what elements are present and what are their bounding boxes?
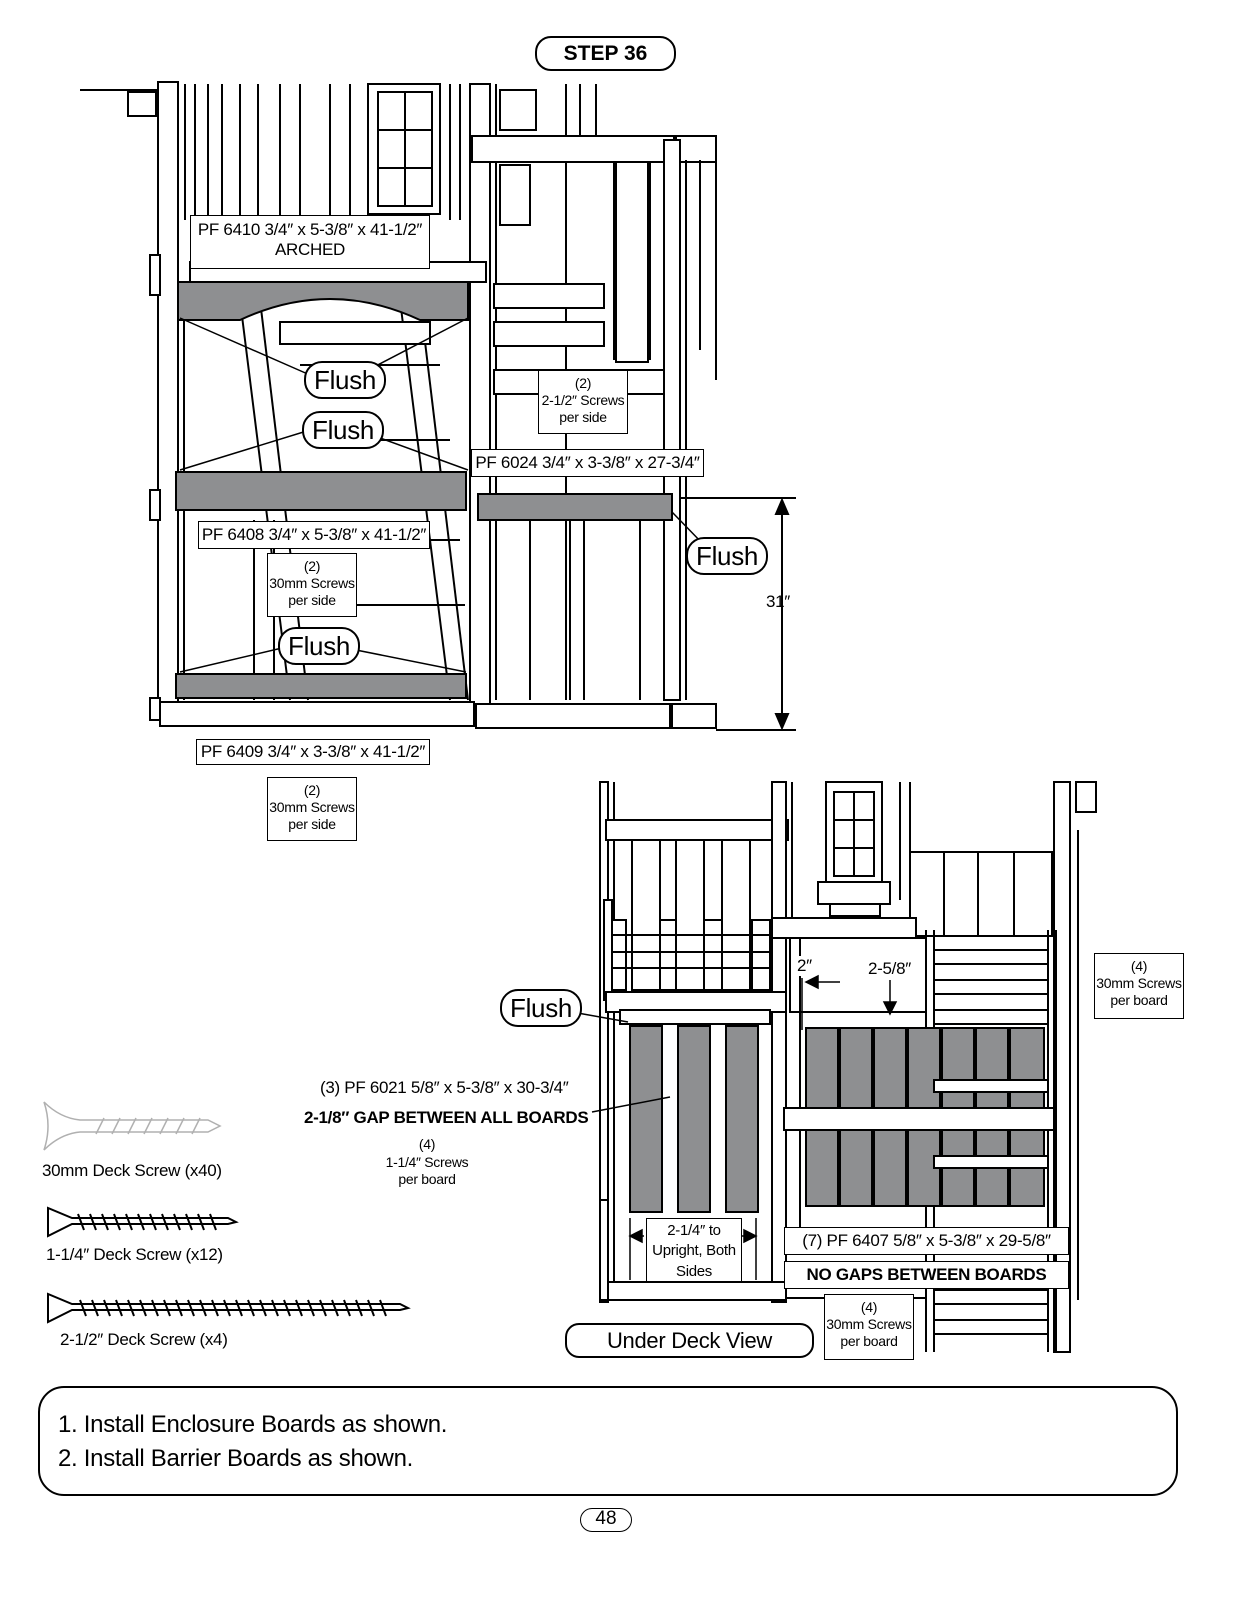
flush-callout-3: Flush xyxy=(278,627,361,665)
arched-board-dims: PF 6410 3/4″ x 5-3/8″ x 41-1/2″ xyxy=(197,220,423,239)
screw-count: (2) xyxy=(303,558,321,574)
screw-note-1-1-4: (4) 1-1/4″ Screws per board xyxy=(372,1136,482,1189)
instruction-1: 1. Install Enclosure Boards as shown. xyxy=(58,1411,448,1438)
instruction-2: 2. Install Barrier Boards as shown. xyxy=(58,1445,413,1472)
screw-type: 2-1/2″ Screws xyxy=(541,391,625,408)
1-1-4-deck-screw-icon xyxy=(47,1206,239,1238)
under-deck-view-text: Under Deck View xyxy=(606,1328,773,1353)
under-deck-view-title: Under Deck View xyxy=(565,1323,814,1358)
dimension-2-5-8-text: 2-5/8″ xyxy=(868,959,911,978)
dimension-31-label: 31″ xyxy=(766,592,790,612)
dimension-2-text: 2″ xyxy=(797,956,812,975)
no-gaps-note: NO GAPS BETWEEN BOARDS xyxy=(784,1261,1069,1289)
hardware-label-text: 2-1/2″ Deck Screw (x4) xyxy=(60,1330,228,1349)
flush-text: Flush xyxy=(312,415,375,445)
30mm-deck-screw-icon xyxy=(43,1101,222,1151)
instructions-panel: 1. Install Enclosure Boards as shown. 2.… xyxy=(38,1386,1178,1496)
screw-type: 30mm Screws xyxy=(269,574,355,591)
top-gray-boards xyxy=(175,281,673,699)
screw-note-right: (4) 30mm Screws per board xyxy=(1094,953,1184,1019)
dimension-31-text: 31″ xyxy=(766,592,791,611)
screw-per: per board xyxy=(1110,991,1168,1008)
board-6021-label: (3) PF 6021 5/8″ x 5-3/8″ x 30-3/4″ xyxy=(320,1078,569,1098)
dimension-2-label: 2″ xyxy=(797,956,812,976)
page-number-text: 48 xyxy=(595,1508,617,1529)
page-number: 48 xyxy=(580,1508,632,1532)
upright-line-3: Sides xyxy=(675,1262,713,1280)
flush-callout-1: Flush xyxy=(304,361,387,399)
flush-callout-2: Flush xyxy=(302,411,385,449)
flush-callout-4: Flush xyxy=(686,537,769,575)
flush-arrows xyxy=(179,317,705,673)
flush-text: Flush xyxy=(288,631,351,661)
flush-callout-under-deck: Flush xyxy=(500,989,583,1027)
board-6407-label: (7) PF 6407 5/8″ x 5-3/8″ x 29-5/8″ xyxy=(784,1227,1069,1255)
arched-board-label: PF 6410 3/4″ x 5-3/8″ x 41-1/2″ ARCHED xyxy=(190,215,430,269)
screw-note-2-1-2: (2) 2-1/2″ Screws per side xyxy=(538,370,628,434)
hardware-label-text: 1-1/4″ Deck Screw (x12) xyxy=(46,1245,223,1264)
hardware-label-text: 30mm Deck Screw (x40) xyxy=(42,1161,222,1180)
step-badge: STEP 36 xyxy=(535,36,676,71)
board-6409-text: PF 6409 3/4″ x 3-3/8″ x 41-1/2″ xyxy=(200,742,426,761)
upright-line-1: 2-1/4″ to xyxy=(667,1222,721,1239)
screw-per: per side xyxy=(559,408,607,425)
gap-note-text: 2-1/8″ GAP BETWEEN ALL BOARDS xyxy=(304,1108,589,1127)
board-6024-text: PF 6024 3/4″ x 3-3/8″ x 27-3/4″ xyxy=(475,453,700,472)
screw-per: per side xyxy=(288,815,336,832)
screw-count: (4) xyxy=(1130,958,1148,974)
upright-note: 2-1/4″ to Upright, Both Sides xyxy=(646,1218,742,1282)
screw-type: 1-1/4″ Screws xyxy=(385,1153,469,1170)
screw-note-30mm-mid: (2) 30mm Screws per side xyxy=(267,553,357,617)
flush-text: Flush xyxy=(510,993,573,1023)
flush-text: Flush xyxy=(314,365,377,395)
dimension-31 xyxy=(680,497,796,731)
screw-count: (4) xyxy=(860,1299,878,1315)
screw-per: per side xyxy=(288,591,336,608)
arched-board-type: ARCHED xyxy=(275,240,345,260)
screw-count: (2) xyxy=(303,782,321,798)
screw-count: (2) xyxy=(574,375,592,391)
no-gaps-text: NO GAPS BETWEEN BOARDS xyxy=(806,1265,1047,1284)
screw-type: 30mm Screws xyxy=(269,798,355,815)
upright-line-2: Upright, Both xyxy=(652,1242,736,1260)
hardware-label-2-1-2: 2-1/2″ Deck Screw (x4) xyxy=(60,1330,228,1350)
board-6408-text: PF 6408 3/4″ x 5-3/8″ x 41-1/2″ xyxy=(201,525,427,544)
board-6024-label: PF 6024 3/4″ x 3-3/8″ x 27-3/4″ xyxy=(471,449,704,477)
screw-note-30mm-under: (4) 30mm Screws per board xyxy=(824,1294,914,1360)
board-6407-text: (7) PF 6407 5/8″ x 5-3/8″ x 29-5/8″ xyxy=(802,1231,1051,1250)
screw-count: (4) xyxy=(418,1136,436,1152)
flush-text: Flush xyxy=(696,541,759,571)
screw-per: per board xyxy=(840,1332,898,1349)
board-6408-label: PF 6408 3/4″ x 5-3/8″ x 41-1/2″ xyxy=(198,521,430,549)
hardware-label-30mm: 30mm Deck Screw (x40) xyxy=(42,1161,222,1181)
board-6021-text: (3) PF 6021 5/8″ x 5-3/8″ x 30-3/4″ xyxy=(320,1078,569,1097)
top-frame xyxy=(80,81,717,729)
screw-type: 30mm Screws xyxy=(826,1315,912,1332)
dimension-2-5-8-label: 2-5/8″ xyxy=(868,959,911,979)
gap-note: 2-1/8″ GAP BETWEEN ALL BOARDS xyxy=(304,1108,589,1128)
board-6409-label: PF 6409 3/4″ x 3-3/8″ x 41-1/2″ xyxy=(196,739,430,765)
hardware-label-1-1-4: 1-1/4″ Deck Screw (x12) xyxy=(46,1245,223,1265)
2-1-2-deck-screw-icon xyxy=(47,1292,411,1324)
screw-note-30mm-bottom: (2) 30mm Screws per side xyxy=(267,777,357,841)
under-deck-frame xyxy=(599,781,1097,1353)
screw-per: per board xyxy=(398,1171,456,1187)
screw-type: 30mm Screws xyxy=(1096,974,1182,991)
step-label: STEP 36 xyxy=(563,42,648,65)
